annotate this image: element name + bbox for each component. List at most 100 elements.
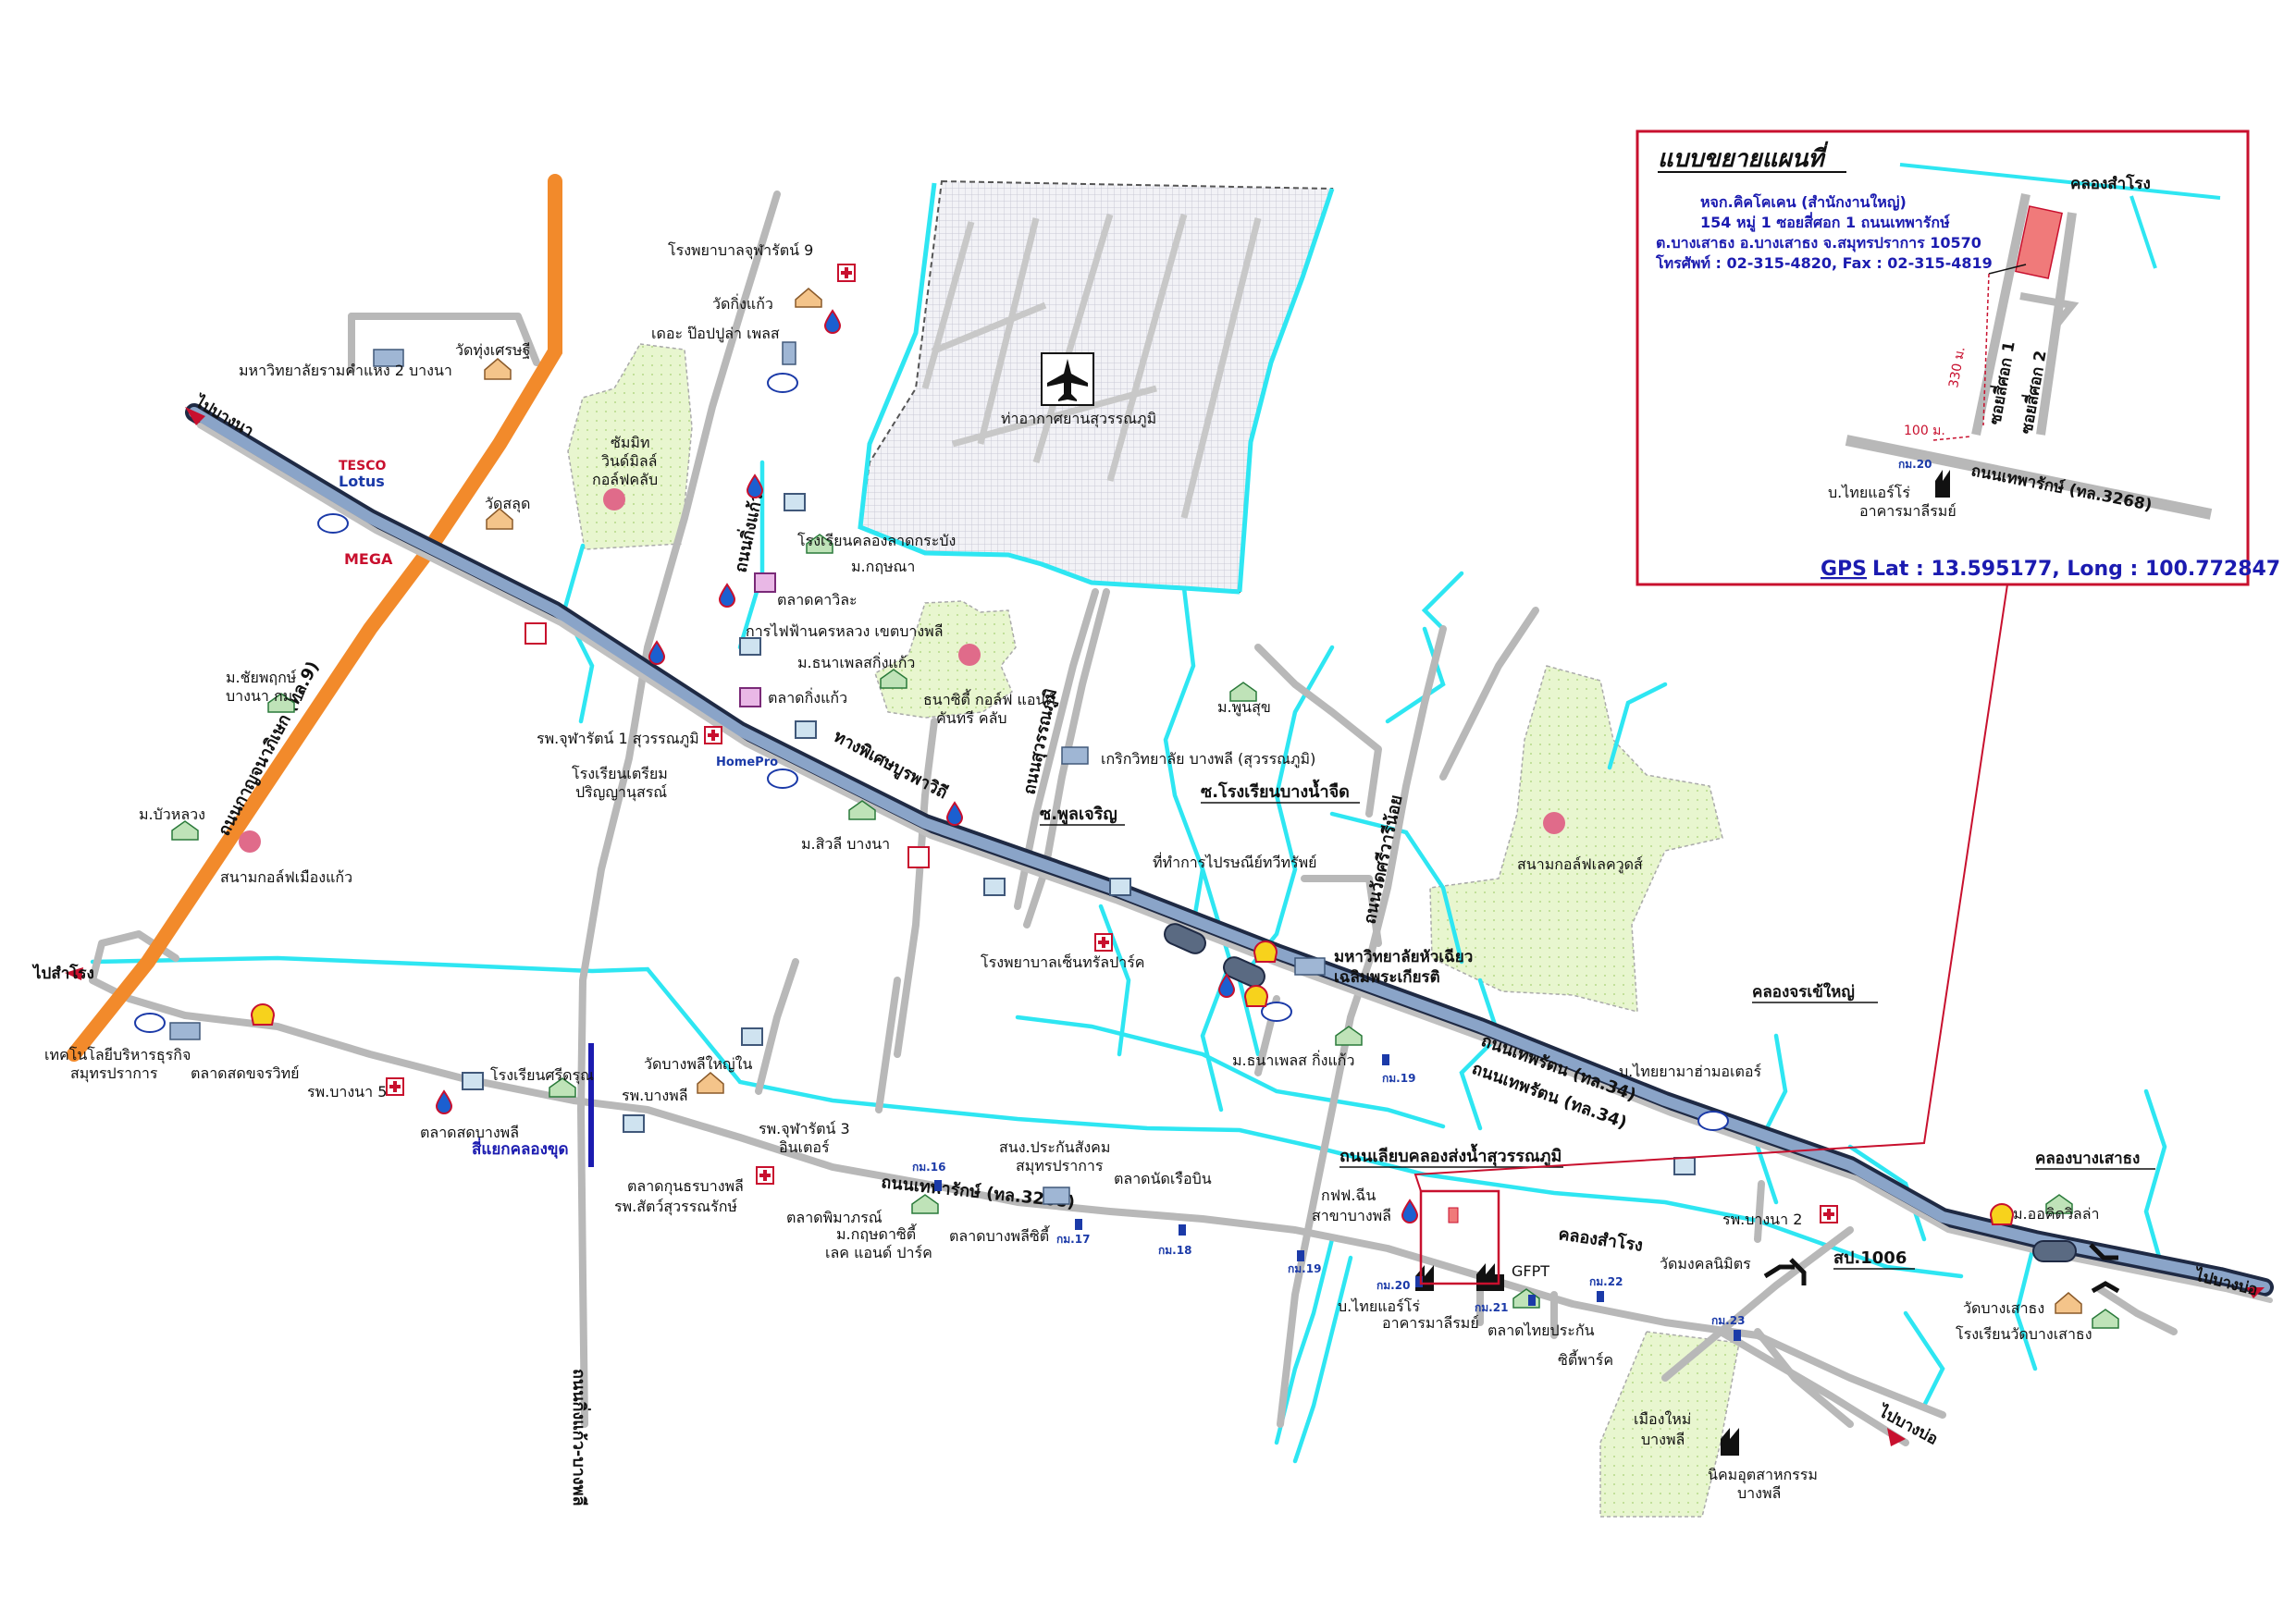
gps-coordinates: Lat : 13.595177, Long : 100.772847 xyxy=(1872,558,2280,581)
label-m-thana-phet2: ม.ธนาเพลส กิ่งแก้ว xyxy=(1232,1050,1354,1069)
mega-logo: MEGA xyxy=(344,550,393,568)
label-hosp-central-park: โรงพยาบาลเซ็นทรัลปาร์ค xyxy=(981,953,1145,971)
label-thai-yamaha: บ.ไทยยามาฮ่ามอเตอร์ xyxy=(1619,1063,1761,1080)
label-hosp-chula3-1: รพ.จุฬารัตน์ 3 xyxy=(759,1120,850,1138)
label-m-chaiyaphruek-2: บางนา กม.7 xyxy=(226,687,306,705)
km-labels: กม.16 กม.17 กม.18 กม.19 กม.19 กม.20 กม.2… xyxy=(912,1072,1745,1327)
green-areas xyxy=(567,343,1740,1518)
label-talat-phimaphon: ตลาดพิมาภรณ์ xyxy=(786,1209,883,1226)
label-m-buakhlong: ม.บัวหลวง xyxy=(139,805,205,823)
inset-company-1: บ.ไทยแอร์โร่ xyxy=(1828,484,1910,501)
soi-school-label: ซ.โรงเรียนบางน้ำจืด xyxy=(1201,779,1350,802)
direction-arrows xyxy=(65,407,2265,1446)
gps-link[interactable]: GPS xyxy=(1821,558,1867,581)
label-summit-2: วินด์มิลล์ xyxy=(601,452,657,470)
label-m-orchid: ม.ออคิดวิลล่า xyxy=(2013,1205,2100,1223)
fuel-icon xyxy=(435,309,1419,1223)
label-post-office: ที่ทำการไปรษณีย์ทวีทรัพย์ xyxy=(1153,852,1317,871)
label-new-town-1: เมืองใหม่ xyxy=(1634,1410,1691,1428)
km-16: กม.16 xyxy=(912,1161,945,1174)
lakewood-golf-area xyxy=(1429,665,1723,1013)
label-talat-nat-ruean: ตลาดนัดเรือบิน xyxy=(1114,1170,1212,1187)
label-school-bang-sao-thong: โรงเรียนวัดบางเสาธง xyxy=(1956,1325,2092,1343)
label-legacy-golf: สนามกอล์ฟเลควูดส์ xyxy=(1517,855,1643,874)
leader-line xyxy=(1413,584,2008,1192)
label-m-krisada-1: ม.กฤษดาซิตี้ xyxy=(836,1223,917,1243)
label-wat-bangphli-yai: วัดบางพลีใหญ่ใน xyxy=(644,1055,752,1073)
village-icon xyxy=(171,534,2119,1329)
label-industrial-2: บางพลี xyxy=(1737,1484,1781,1502)
label-summit-3: กอล์ฟคลับ xyxy=(592,471,658,488)
sp1006-label: สป.1006 xyxy=(1833,1248,1907,1268)
local-roads xyxy=(89,191,2178,1446)
label-school-sricharoen: โรงเรียนศรีดรุณ xyxy=(490,1066,594,1085)
post-icon xyxy=(525,622,930,868)
label-summit-1: ซัมมิท xyxy=(611,434,650,451)
km-marker-icon xyxy=(934,1054,1741,1341)
building-icon xyxy=(169,341,1326,1205)
inset-address-1: หจก.คิคโคเคน (สำนักงานใหญ่) xyxy=(1700,192,1907,212)
soi-poncharoen-label: ซ.พูลเจริญ xyxy=(1040,805,1117,825)
summit-golf-area xyxy=(567,343,693,550)
label-talat-thai-prasong: ตลาดไทยประกัน xyxy=(1487,1322,1595,1339)
junction-marker xyxy=(588,1043,594,1167)
label-elec-1: กฟฟ.ฉีน xyxy=(1321,1187,1376,1204)
label-pea: การไฟฟ้านครหลวง เขตบางพลี xyxy=(746,622,944,640)
label-hosp-chulabhorn9: โรงพยาบาลจุฬารัตน์ 9 xyxy=(668,241,813,260)
homepro-logo: HomePro xyxy=(716,756,778,769)
label-city-park: ซิตี้พาร์ค xyxy=(1558,1349,1613,1369)
label-m-krisada-2: เลค แอนด์ ปาร์ค xyxy=(825,1244,932,1261)
airplane-icon xyxy=(1041,352,1094,406)
label-m-siwilai: ม.สิวลี บางนา xyxy=(801,835,890,853)
label-thai-air-1: บ.ไทยแอร์โร่ xyxy=(1338,1297,1420,1315)
label-talat-kunthon: ตลาดกุนธรบางพลี xyxy=(627,1177,744,1196)
km-22: กม.22 xyxy=(1589,1275,1623,1288)
label-the-popular: เดอะ ป๊อปปูล่า เพลส xyxy=(651,325,780,343)
label-muang-kaew-golf: สนามกอล์ฟเมืองแก้ว xyxy=(220,868,352,886)
airport-area xyxy=(858,179,1335,595)
interchange-icon xyxy=(1763,1243,2120,1294)
map-icons: TESCO Lotus MEGA HomePro xyxy=(134,264,2120,1456)
temple-icon xyxy=(484,288,2082,1314)
label-talat-bangphli-city: ตลาดบางพลีซิตี้ xyxy=(949,1225,1050,1245)
inset-map: แบบขยายแผนที่ หจก.คิคโคเคน (สำนักงานใหญ่… xyxy=(1636,129,2280,586)
label-talat-bangphli: ตลาดสดบางพลี xyxy=(420,1124,519,1141)
label-hosp-chula3-2: อินเตอร์ xyxy=(779,1138,830,1156)
label-social-sec-1: สนง.ประกันสังคม xyxy=(999,1138,1110,1156)
label-hua-chiew-2: เฉลิมพระเกียรติ xyxy=(1334,967,1440,987)
km-19b: กม.19 xyxy=(1382,1072,1415,1085)
esso-icon xyxy=(134,373,1729,1131)
label-wat-king-kaeo: วัดกิ่งแก้ว xyxy=(712,293,773,313)
label-social-sec-2: สมุทรปราการ xyxy=(1016,1157,1104,1175)
samrong-canal-label: คลองสำโรง xyxy=(1557,1223,1644,1256)
label-elec-2: สาขาบางพลี xyxy=(1312,1207,1391,1224)
lotus-logo: Lotus xyxy=(339,473,385,490)
market-icon xyxy=(739,572,776,707)
km-20: กม.20 xyxy=(1376,1279,1410,1292)
label-m-chaiyaphruek-1: ม.ชัยพฤกษ์ xyxy=(226,669,297,686)
label-wat-bang-sao-thong: วัดบางเสาธง xyxy=(1963,1299,2044,1317)
label-thai-air-2: อาคารมาลีรมย์ xyxy=(1382,1314,1479,1332)
label-school-lat-krabang: โรงเรียนคลองลาดกระบัง xyxy=(797,532,956,549)
km-23: กม.23 xyxy=(1711,1314,1745,1327)
inset-address-4: โทรศัพท์ : 02-315-4820, Fax : 02-315-481… xyxy=(1655,253,1993,272)
inset-km-label: กม.20 xyxy=(1898,458,1932,471)
label-m-krisana: ม.กฤษณา xyxy=(851,558,915,575)
label-m-phunsuk: ม.พูนสุข xyxy=(1217,698,1271,717)
kingkaew-bangphli-label: ถนนกิ่งแก้ว-บางพลี xyxy=(569,1369,591,1506)
label-hosp-chula1: รพ.จุฬารัตน์ 1 สุวรรณภูมิ xyxy=(537,730,699,748)
label-kerk: เกริกวิทยาลัย บางพลี (สุวรรณภูมิ) xyxy=(1101,750,1315,768)
label-m-thana-phet: ม.ธนาเพลสกิ่งแก้ว xyxy=(797,652,915,671)
km-19a: กม.19 xyxy=(1288,1262,1321,1275)
label-hua-chiew-1: มหาวิทยาลัยหัวเฉียว xyxy=(1334,947,1473,966)
label-thana-golf-2: คันทรี คลับ xyxy=(936,709,1007,727)
label-gfpt: GFPT xyxy=(1512,1262,1549,1280)
label-hosp-bangphli: รพ.บางพลี xyxy=(622,1087,688,1104)
tesco-logo: TESCO xyxy=(339,459,386,473)
label-tech-college-2: สมุทรปราการ xyxy=(70,1064,158,1083)
label-new-town-2: บางพลี xyxy=(1641,1431,1685,1448)
label-industrial-1: นิคมอุตสาหกรรม xyxy=(1708,1466,1818,1484)
label-talat-sot-charoen: ตลาดสดขจรวิทย์ xyxy=(191,1064,300,1082)
bang-sao-thong-canal-label: คลองบางเสาธง xyxy=(2035,1150,2140,1168)
